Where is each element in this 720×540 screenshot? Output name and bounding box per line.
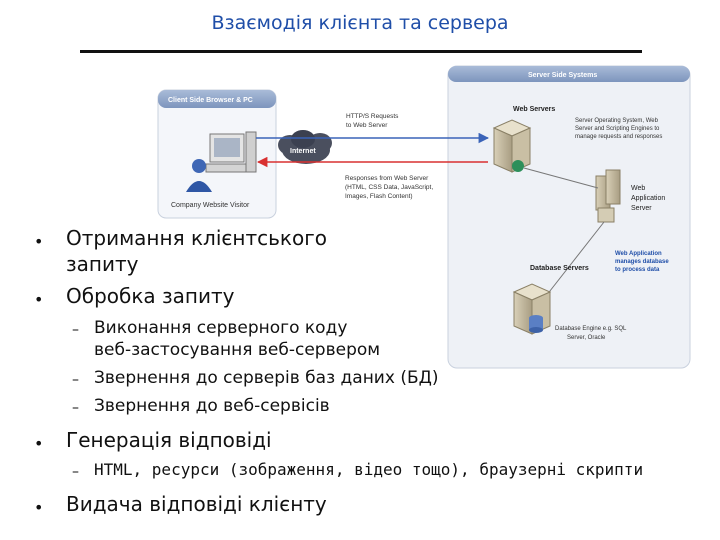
request-label-2: to Web Server	[346, 122, 388, 129]
app-note-2: manages database	[615, 259, 669, 265]
computer-icon	[205, 131, 257, 173]
app-db-link	[545, 221, 605, 297]
client-panel-label: Client Side Browser & PC	[168, 97, 253, 104]
slide-title: Взаємодія клієнта та сервера	[211, 12, 509, 34]
web-servers-desc-3: manage requests and responses	[575, 134, 662, 140]
server-panel: Server Side Systems	[447, 65, 691, 369]
db-desc-1: Database Engine e.g. SQL	[555, 326, 627, 332]
server-panel-label: Server Side Systems	[528, 72, 597, 79]
request-label-1: HTTP/S Requests	[346, 113, 399, 120]
app-server-label-1: Web	[631, 185, 645, 192]
internet-cloud-icon	[278, 130, 332, 164]
web-servers-label: Web Servers	[513, 106, 555, 113]
internet-label: Internet	[290, 148, 316, 155]
app-server-label-3: Server	[631, 205, 652, 212]
response-label-2: (HTML, CSS Data, JavaScript,	[345, 184, 433, 191]
web-servers-desc-2: Server and Scripting Engines to	[575, 126, 660, 132]
web-servers-desc-1: Server Operating System, Web	[575, 118, 659, 124]
visitor-label: Company Website Visitor	[171, 202, 250, 209]
app-server-label-2: Application	[631, 195, 665, 202]
db-servers-label: Database Servers	[530, 265, 589, 272]
web-server-icon	[492, 119, 532, 173]
web-app-link	[523, 167, 599, 189]
db-desc-2: Server, Oracle	[567, 335, 606, 341]
title-underline	[80, 50, 642, 53]
app-note-1: Web Application	[615, 251, 662, 257]
database-server-icon	[512, 283, 552, 335]
user-icon	[186, 159, 212, 192]
app-note-3: to process data	[615, 267, 660, 273]
response-label-3: Images, Flash Content)	[345, 193, 413, 200]
app-server-icon	[595, 169, 621, 223]
response-label-1: Responses from Web Server	[345, 175, 429, 182]
